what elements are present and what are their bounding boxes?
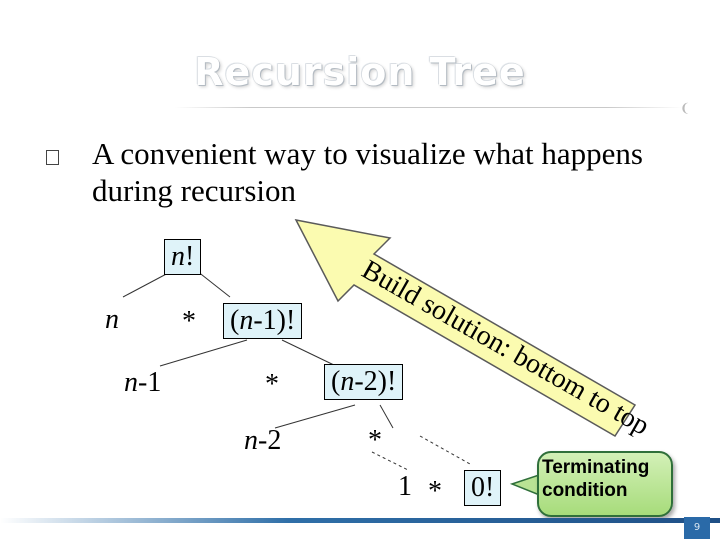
build-arrow xyxy=(294,218,637,438)
node-l1-op: * xyxy=(182,306,196,337)
node-l4-left: 1 xyxy=(398,471,412,502)
terminating-condition-callout xyxy=(537,451,673,517)
edge-l3-dashed-right xyxy=(419,435,471,465)
node-l3-op: * xyxy=(368,425,382,456)
node-l2-left: n-1 xyxy=(124,367,162,398)
edge-root-right xyxy=(196,270,231,298)
node-l2-op: * xyxy=(265,369,279,400)
title-underline-end-icon: ❨ xyxy=(680,101,691,115)
node-l2-right: (n-2)! xyxy=(324,364,404,400)
callout-text: Terminating condition xyxy=(542,457,650,501)
node-l1-right: (n-1)! xyxy=(223,303,303,339)
build-arrow-label-text: Build solution: bottom to top xyxy=(357,254,655,442)
edge-l3-dashed-left xyxy=(371,451,409,471)
footer-bar xyxy=(0,518,720,523)
node-l3-left: n-2 xyxy=(244,425,282,456)
node-l1-left: n xyxy=(105,304,119,335)
node-l4-op: * xyxy=(428,476,442,507)
bullet-text: A convenient way to visualize what happe… xyxy=(92,136,643,208)
slide-number: 9 xyxy=(684,517,710,539)
edge-l2-left xyxy=(274,404,356,429)
node-root-var: n xyxy=(171,241,185,272)
title-underline xyxy=(175,107,683,108)
node-l4-right: 0! xyxy=(464,470,502,506)
edge-root-left xyxy=(122,270,173,298)
bullet-square-icon xyxy=(46,150,59,165)
slide-title: Recursion Tree xyxy=(194,50,526,94)
edge-l1-left xyxy=(159,339,248,367)
node-root-suffix: ! xyxy=(185,241,195,272)
edge-l2-right xyxy=(379,404,394,429)
edge-l1-right xyxy=(281,339,337,367)
node-root: n! xyxy=(164,239,202,275)
